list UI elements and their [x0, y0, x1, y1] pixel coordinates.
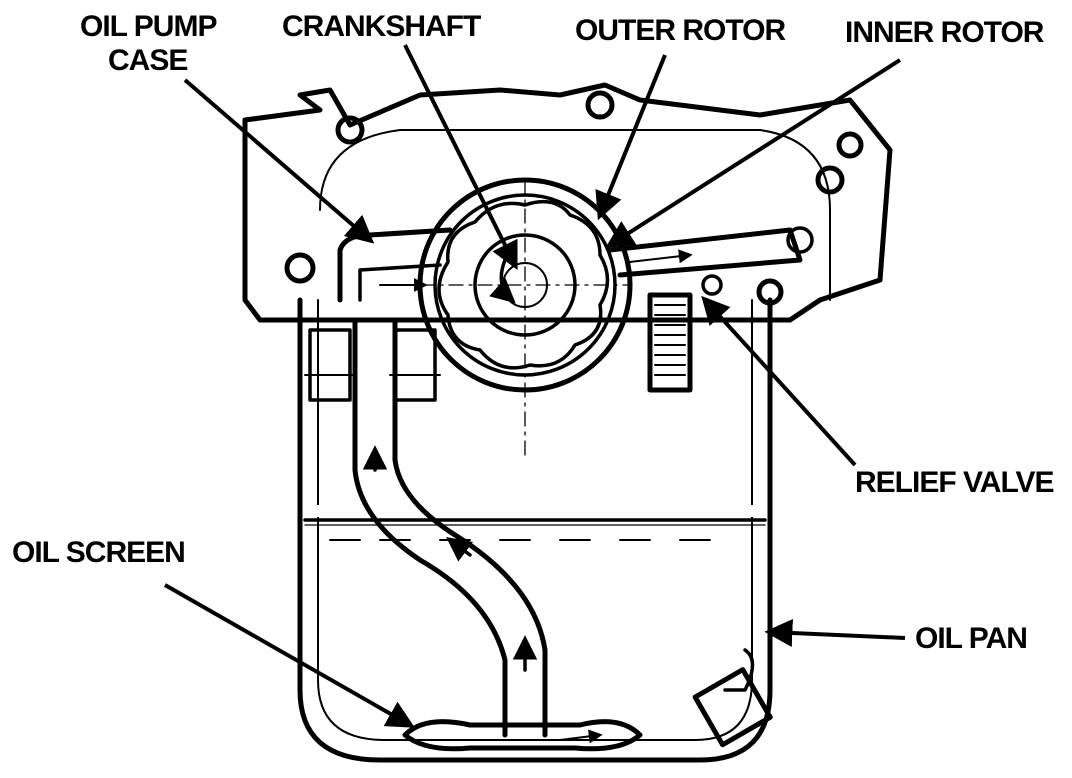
- label-crankshaft: CRANKSHAFT: [282, 10, 481, 43]
- leader-crankshaft: [403, 44, 518, 271]
- label-relief-valve: RELIEF VALVE: [855, 466, 1054, 499]
- bolt-hole-icon: [284, 252, 316, 284]
- leader-oil-pan: [764, 619, 906, 647]
- bolt-hole-icon: [756, 278, 784, 306]
- oil-screen: [402, 719, 643, 752]
- label-oil-pan: OIL PAN: [915, 622, 1027, 655]
- bolt-hole-icon: [585, 90, 615, 120]
- leader-oil-screen: [164, 583, 415, 728]
- leader-oil-pump-case: [183, 78, 375, 244]
- oil-pan-sensor: [692, 648, 773, 748]
- label-oil-pump-case-1: OIL PUMP: [80, 10, 216, 43]
- labels: OIL PUMP CASE CRANKSHAFT OUTER ROTOR INN…: [12, 10, 1055, 655]
- bolt-hole-icon: [815, 165, 845, 195]
- oil-pickup-tube: [352, 317, 548, 738]
- leader-outer-rotor: [595, 54, 667, 221]
- outer-rotor: [437, 199, 610, 370]
- label-outer-rotor: OUTER ROTOR: [575, 14, 786, 47]
- label-oil-pump-case-2: CASE: [108, 44, 187, 77]
- relief-valve: [647, 274, 723, 393]
- mounting-bolts: [304, 328, 441, 402]
- leader-relief-valve: [701, 295, 857, 467]
- bolt-hole-icon: [836, 131, 864, 159]
- leader-lines: [164, 44, 906, 728]
- label-oil-screen: OIL SCREEN: [12, 536, 185, 569]
- pump-case-housing: [242, 82, 893, 323]
- oil-pan-body: [297, 297, 773, 763]
- label-inner-rotor: INNER ROTOR: [845, 16, 1045, 49]
- bolt-hole-icon: [335, 115, 365, 145]
- leader-inner-rotor: [605, 58, 902, 249]
